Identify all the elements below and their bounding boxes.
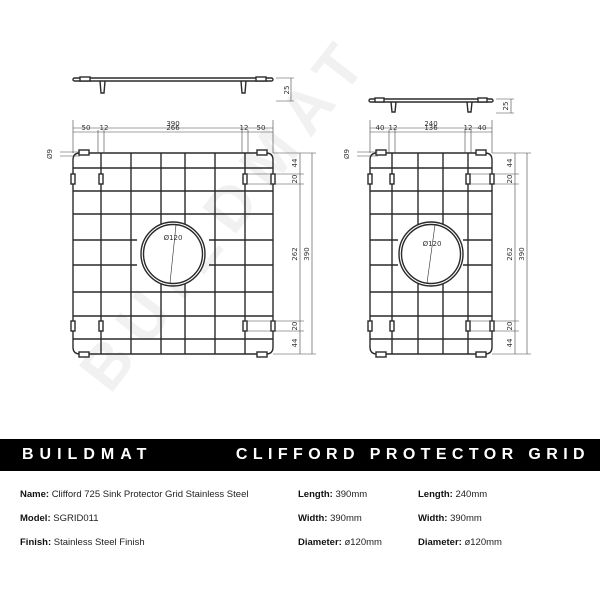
left-grid-drawing xyxy=(70,76,276,358)
dim-foot: Ø9 xyxy=(46,149,54,159)
spec-value: 240mm xyxy=(455,489,488,500)
dim-seg: 12 xyxy=(389,124,398,132)
dim-seg: 136 xyxy=(424,124,438,132)
watermark-text: BUILDMAT xyxy=(67,21,387,403)
dim: 20 xyxy=(506,322,514,331)
spec-finish: Finish: Stainless Steel Finish xyxy=(20,537,145,548)
dim-seg: 12 xyxy=(240,124,249,132)
dim-seg: 12 xyxy=(100,124,109,132)
spec-value: Stainless Steel Finish xyxy=(53,537,145,548)
spec-label: Model: xyxy=(20,513,51,524)
dim-overall-width: 390 xyxy=(166,120,179,128)
spec-width-2: Width: 390mm xyxy=(418,513,482,524)
dim-hole: Ø120 xyxy=(164,234,183,242)
dim-hole: Ø120 xyxy=(423,240,442,248)
spec-label: Width: xyxy=(298,513,328,524)
spec-value: ø120mm xyxy=(464,537,502,548)
spec-length-2: Length: 240mm xyxy=(418,489,487,500)
dim: 262 xyxy=(291,247,299,260)
spec-label: Finish: xyxy=(20,537,52,548)
brand-logo: BUILDMAT xyxy=(22,446,153,463)
spec-label: Width: xyxy=(418,513,448,524)
dim-foot: Ø9 xyxy=(343,149,351,159)
spec-name: Name: Clifford 725 Sink Protector Grid S… xyxy=(20,489,248,500)
spec-diameter-2: Diameter: ø120mm xyxy=(418,537,502,548)
spec-value: Clifford 725 Sink Protector Grid Stainle… xyxy=(51,489,249,500)
dim: 20 xyxy=(291,175,299,184)
dim: 44 xyxy=(291,338,299,347)
dim-seg: 266 xyxy=(166,124,180,132)
spec-model: Model: SGRID011 xyxy=(20,513,98,524)
dim: 262 xyxy=(506,247,514,260)
dim-seg: 40 xyxy=(478,124,487,132)
dim-seg: 40 xyxy=(376,124,385,132)
dim-seg: 50 xyxy=(82,124,91,132)
dim: 44 xyxy=(506,158,514,167)
spec-width-1: Width: 390mm xyxy=(298,513,362,524)
dim: 390 xyxy=(518,247,526,260)
dim-seg: 50 xyxy=(257,124,266,132)
right-grid-drawing xyxy=(367,97,495,358)
spec-label: Name: xyxy=(20,489,50,500)
dim: 44 xyxy=(506,338,514,347)
spec-diameter-1: Diameter: ø120mm xyxy=(298,537,382,548)
dim-height: 25 xyxy=(283,86,291,95)
spec-label: Length: xyxy=(298,489,333,500)
product-title: CLIFFORD PROTECTOR GRID xyxy=(235,446,590,463)
dim: 44 xyxy=(291,158,299,167)
spec-value: 390mm xyxy=(335,489,368,500)
dim: 20 xyxy=(291,322,299,331)
technical-drawing: BUILDMAT xyxy=(46,21,531,404)
spec-label: Length: xyxy=(418,489,453,500)
dim-overall-width: 240 xyxy=(424,120,437,128)
spec-value: SGRID011 xyxy=(53,513,99,524)
spec-value: ø120mm xyxy=(344,537,382,548)
title-banner: BUILDMAT CLIFFORD PROTECTOR GRID xyxy=(0,439,600,471)
spec-label: Diameter: xyxy=(298,537,342,548)
spec-label: Diameter: xyxy=(418,537,462,548)
dim: 390 xyxy=(303,247,311,260)
spec-length-1: Length: 390mm xyxy=(298,489,367,500)
dim: 20 xyxy=(506,175,514,184)
spec-value: 390mm xyxy=(330,513,362,524)
dim-seg: 12 xyxy=(464,124,473,132)
spec-value: 390mm xyxy=(450,513,482,524)
dim-height: 25 xyxy=(502,102,510,111)
